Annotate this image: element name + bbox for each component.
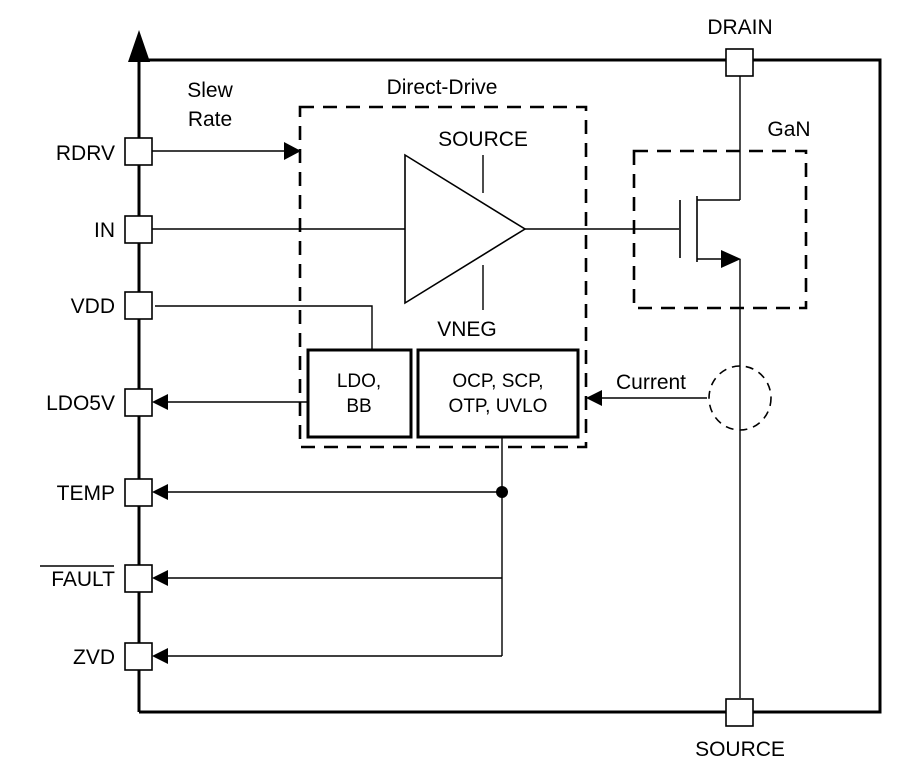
ldo5v-label: LDO5V xyxy=(46,392,115,415)
fault-arrow-icon xyxy=(152,570,168,586)
up-arrow-icon xyxy=(128,30,150,62)
amp-vneg-label: VNEG xyxy=(437,318,497,341)
vdd-pin xyxy=(124,291,153,320)
driver-amplifier xyxy=(404,153,527,305)
current-label: Current xyxy=(616,371,686,394)
fault-label: FAULT xyxy=(51,568,115,591)
zvd-arrow-icon xyxy=(152,648,168,664)
direct-drive-label: Direct-Drive xyxy=(387,76,498,99)
rdrv-label: RDRV xyxy=(56,142,115,165)
in-label: IN xyxy=(94,219,115,242)
current-arrow-icon xyxy=(586,390,602,406)
zvd-label: ZVD xyxy=(73,646,115,669)
current-sense-circle xyxy=(708,365,772,431)
in-pin xyxy=(124,215,153,244)
zvd-pin xyxy=(124,642,153,671)
fault-pin xyxy=(124,564,153,593)
device-outline xyxy=(139,58,882,714)
source-arrow-icon xyxy=(721,250,741,268)
slew-rate-label-line1: Slew xyxy=(187,79,233,102)
temp-arrow-icon xyxy=(152,484,168,500)
vdd-label: VDD xyxy=(71,295,115,318)
rdrv-arrow-icon xyxy=(284,142,301,160)
amp-source-label: SOURCE xyxy=(438,128,528,151)
ldo5v-arrow-icon xyxy=(152,394,168,410)
ldo-bb-block xyxy=(306,348,413,439)
temp-label: TEMP xyxy=(57,482,115,505)
drain-label: DRAIN xyxy=(707,16,772,39)
ldo-bb-line2: BB xyxy=(346,396,371,417)
protection-line2: OTP, UVLO xyxy=(449,396,548,417)
gan-label: GaN xyxy=(767,118,810,141)
direct-drive-boundary xyxy=(298,105,588,449)
vdd-wire xyxy=(155,305,373,350)
protection-line1: OCP, SCP, xyxy=(452,371,543,392)
slew-rate-label-line2: Rate xyxy=(188,108,232,131)
temp-pin xyxy=(124,478,153,507)
ldo-bb-line1: LDO, xyxy=(337,371,381,392)
protection-block xyxy=(416,348,580,439)
ldo5v-pin xyxy=(124,388,153,417)
rdrv-pin xyxy=(124,137,153,166)
source-pin xyxy=(725,698,754,727)
source-label: SOURCE xyxy=(695,738,785,761)
drain-pin xyxy=(725,48,754,77)
